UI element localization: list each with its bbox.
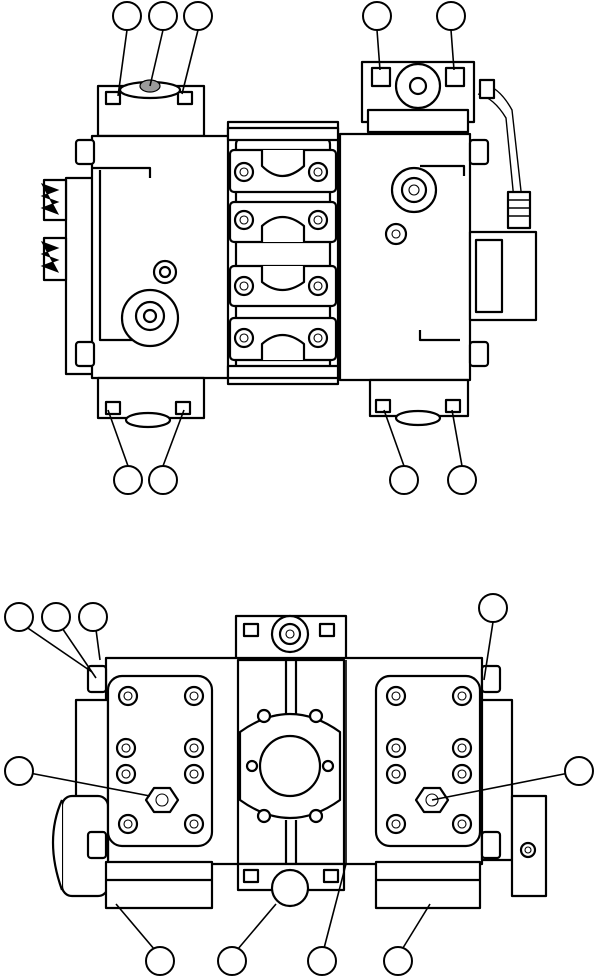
top-view-assembly <box>40 60 538 429</box>
callout-bubble <box>183 1 213 31</box>
top-view-leader-lines <box>107 29 463 467</box>
bottom-parts <box>104 860 482 910</box>
left-bottom-flange <box>96 376 206 429</box>
callout-bubble <box>4 602 34 632</box>
callout-bubble <box>112 1 142 31</box>
center-flange <box>236 658 346 866</box>
top-view-callout-bubbles <box>112 1 477 495</box>
callout-bubble <box>145 946 175 976</box>
right-side-parts <box>480 664 548 898</box>
callout-bubble <box>362 1 392 31</box>
right-bottom-flange <box>368 378 470 427</box>
right-solenoid <box>468 78 538 322</box>
callout-bubble <box>447 465 477 495</box>
top-center-block <box>234 614 348 662</box>
callout-bubble <box>148 1 178 31</box>
front-view-leader-lines <box>18 621 580 957</box>
callout-bubble <box>307 946 337 976</box>
callout-bubble <box>564 756 594 786</box>
center-coupling-block <box>226 120 340 386</box>
front-view-assembly <box>51 614 548 910</box>
callout-bubble <box>41 602 71 632</box>
right-valve-body <box>338 60 490 382</box>
callout-bubble <box>217 946 247 976</box>
callout-bubble <box>78 602 108 632</box>
callout-bubble <box>478 593 508 623</box>
left-side-parts <box>51 664 110 898</box>
right-cover-plate <box>374 674 482 848</box>
callout-bubble <box>383 946 413 976</box>
front-view-callout-bubbles <box>4 593 594 976</box>
callout-bubble <box>389 465 419 495</box>
callout-bubble <box>436 1 466 31</box>
callout-bubble <box>4 756 34 786</box>
callout-bubble <box>148 465 178 495</box>
left-cover-plate <box>106 674 214 848</box>
left-valve-body <box>74 79 232 380</box>
callout-bubble <box>113 465 143 495</box>
